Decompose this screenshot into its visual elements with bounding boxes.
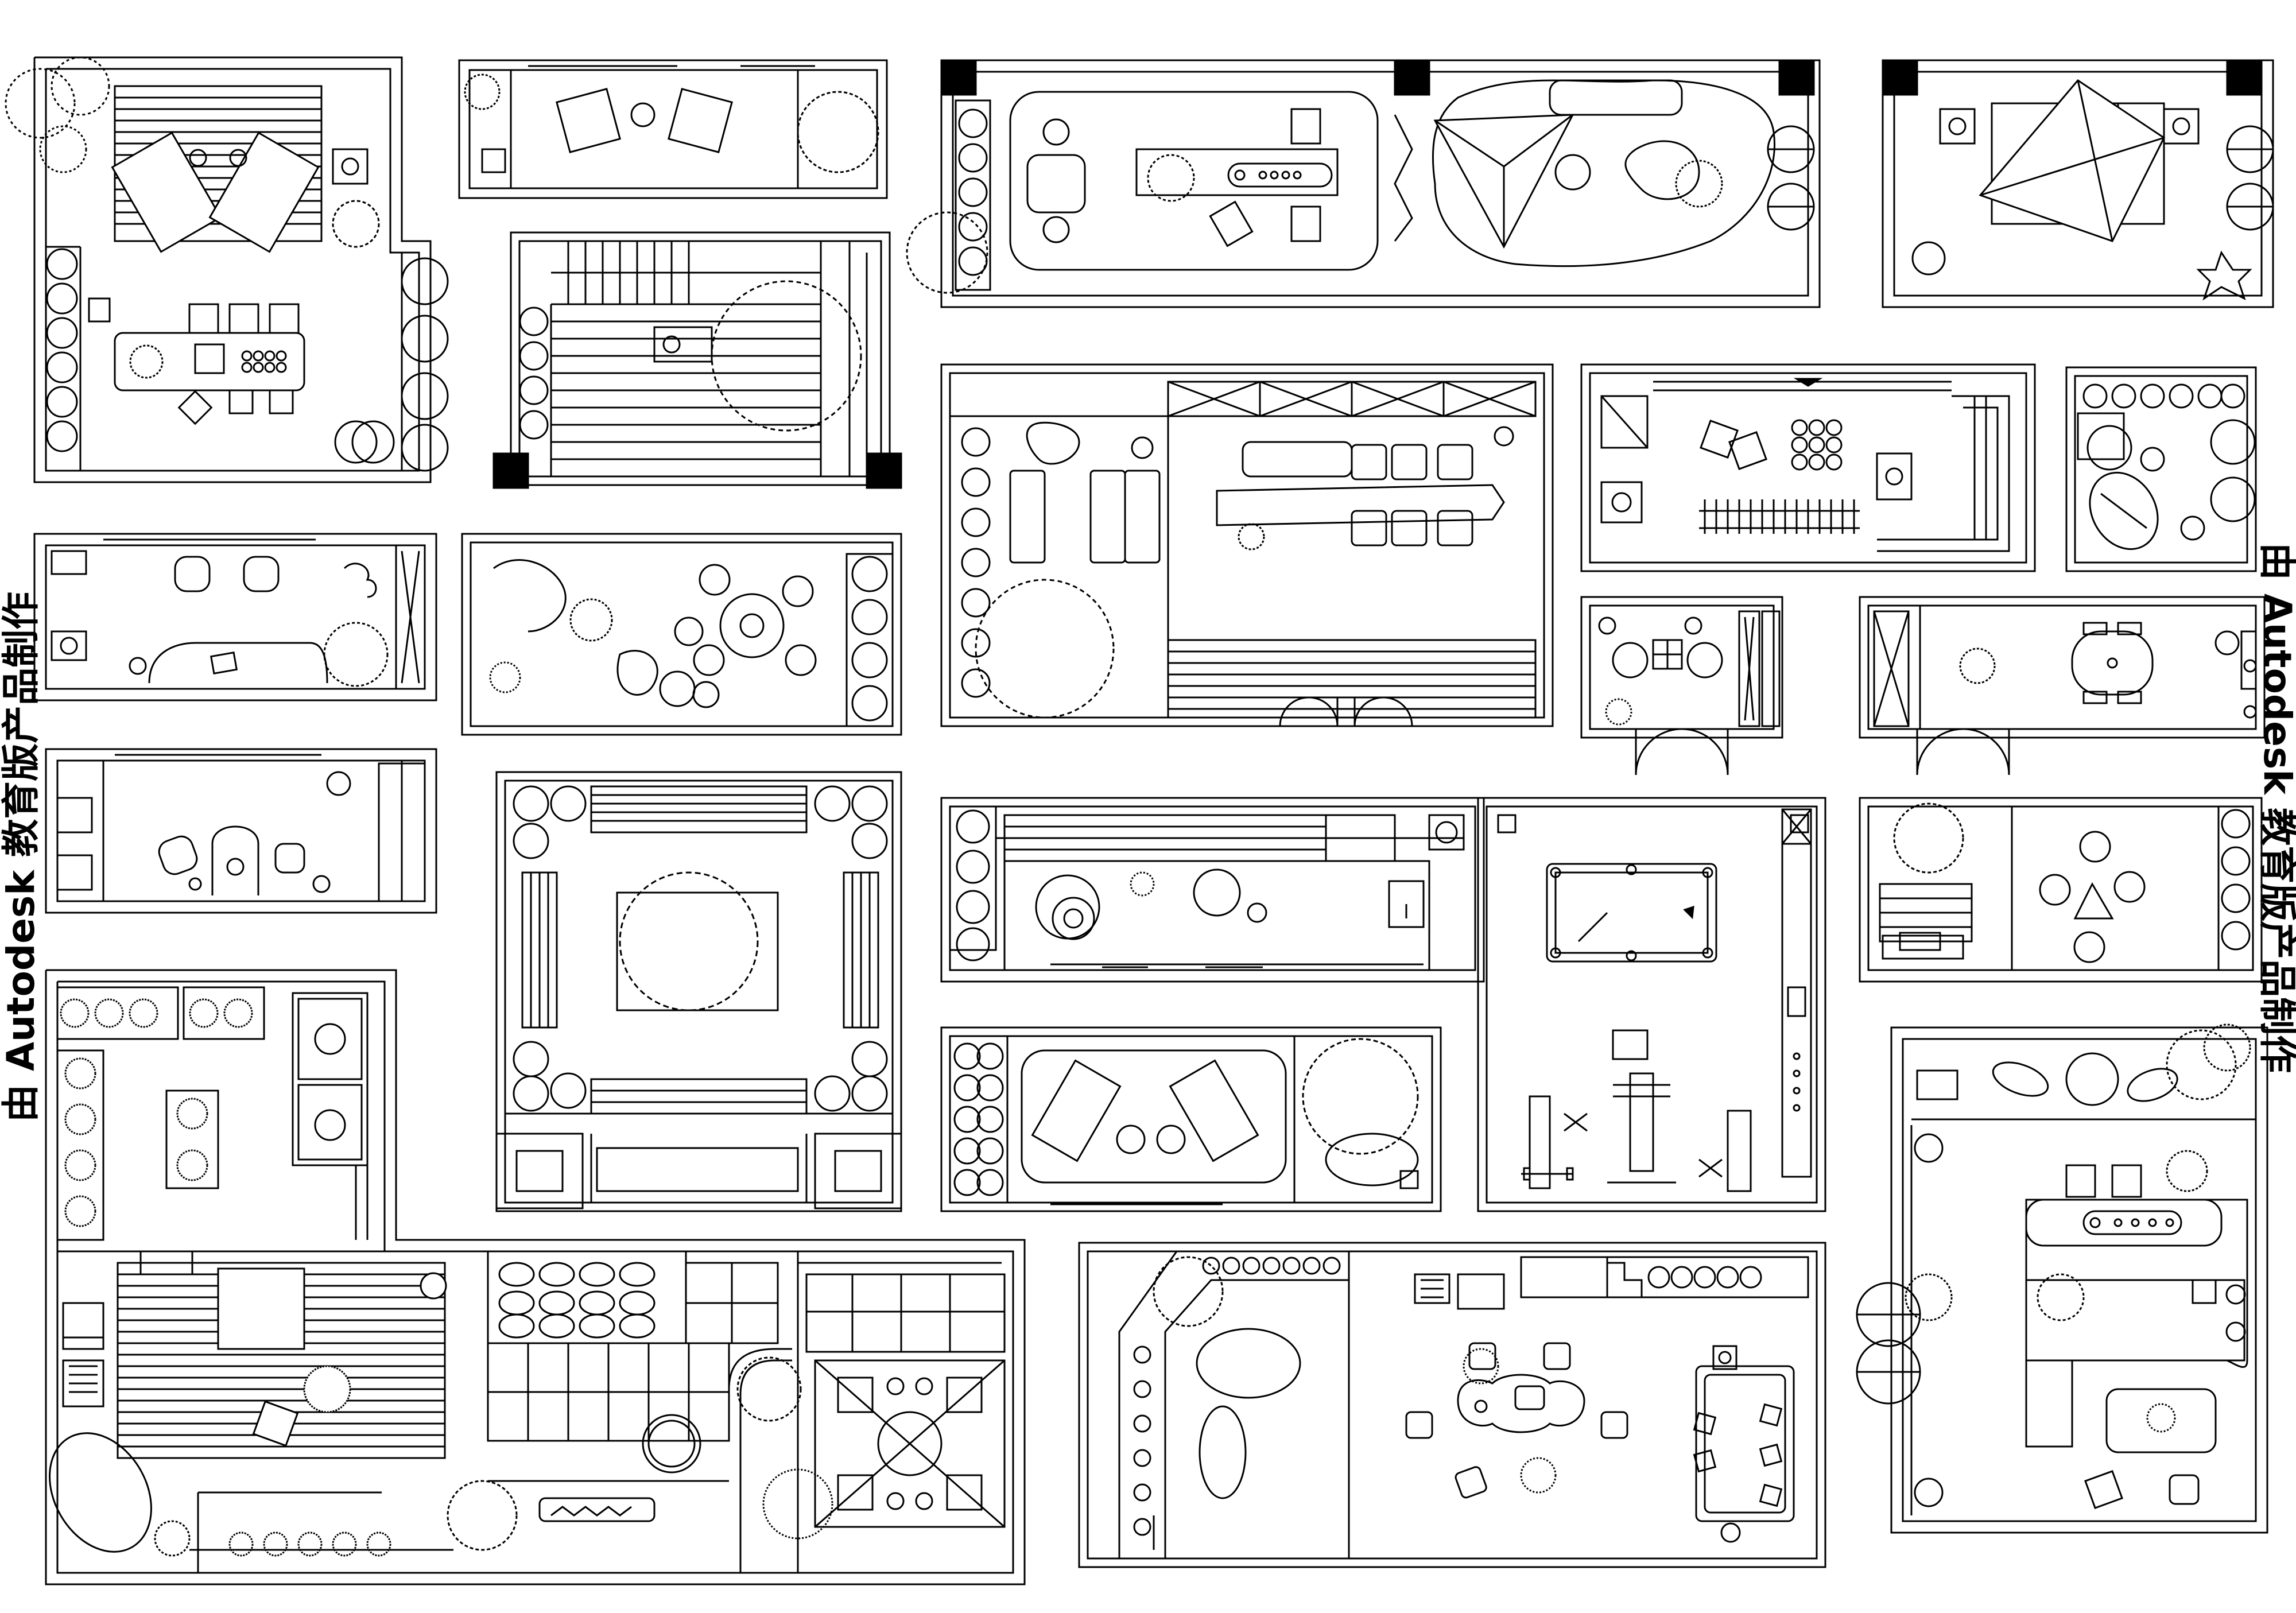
- plan-billiard-gym: [1478, 798, 1825, 1211]
- plan-pebble-garden: [462, 534, 901, 735]
- plan-kitchen-garden: [1581, 365, 2035, 571]
- plan-rooftop-dining: [907, 60, 1820, 307]
- plan-tensile-canopy: [1883, 60, 2273, 307]
- plan-balcony-sofa: [459, 60, 887, 198]
- watermark-right: 由 Autodesk 教育版产品制作: [2255, 542, 2296, 1073]
- plan-balcony-chairs: [34, 534, 436, 700]
- plan-deck-lounge: [941, 798, 1484, 982]
- plan-terrace-stair: [494, 232, 901, 488]
- plan-bar-terrace: [941, 365, 1553, 726]
- watermark-left: 由 Autodesk 教育版产品制作: [0, 591, 43, 1122]
- plan-garden-house: [29, 970, 1025, 1584]
- plan-bbq-terrace: [1857, 1025, 2267, 1533]
- plan-tree-court: [497, 772, 901, 1211]
- plan-small-garden: [2066, 367, 2256, 571]
- plan-dining-balcony: [1860, 597, 2264, 776]
- plan-game-room: [1581, 597, 1782, 776]
- plan-balcony-desk: [46, 749, 436, 913]
- plan-sunbed-pool: [941, 1027, 1441, 1211]
- plan-courtyard-lounge: [6, 57, 448, 482]
- plan-round-table: [1860, 798, 2262, 982]
- plan-tea-garden: [1079, 1243, 1825, 1567]
